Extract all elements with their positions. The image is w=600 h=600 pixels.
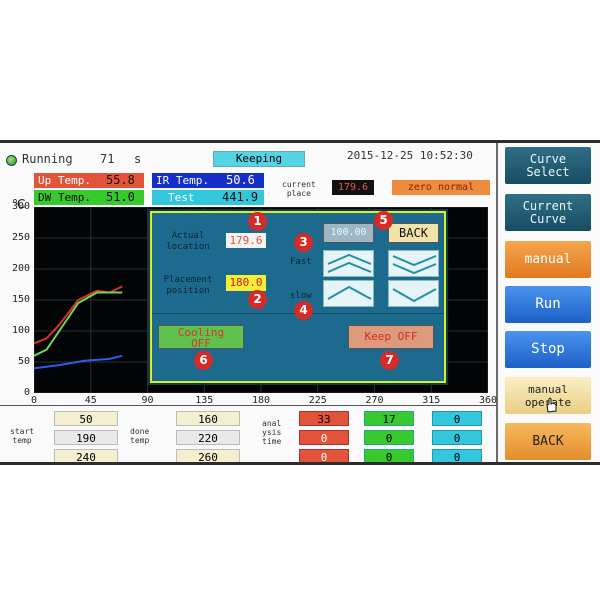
hand-cursor-icon [546, 397, 557, 413]
current-curve-button[interactable]: Current Curve [505, 194, 591, 231]
zero-status-badge: zero normal [392, 180, 490, 195]
actual-location-label: Actual location [166, 231, 210, 252]
stop-button[interactable]: Stop [505, 331, 591, 368]
y-tick-label: 0 [23, 387, 30, 398]
keep-toggle-button[interactable]: Keep OFF [348, 325, 434, 349]
placement-position-input[interactable]: 180.0 [226, 275, 266, 291]
dw-temp-label: DW Temp. [34, 190, 94, 205]
mode-badge: Keeping [213, 151, 305, 167]
up-temp-label: Up Temp. [34, 173, 94, 188]
placement-position-label: Placement position [163, 275, 213, 296]
y-tick-label: 250 [11, 232, 30, 243]
start-temp-1[interactable]: 50 [54, 411, 118, 426]
y-tick-label: 300 [11, 201, 30, 212]
ir-temp-value: 50.6 [214, 173, 264, 188]
up-temp-value: 55.8 [94, 173, 144, 188]
chevron-up-icon [327, 285, 372, 300]
test-label: Test [152, 190, 214, 205]
fast-down-button[interactable] [388, 250, 439, 277]
actual-location-value: 179.6 [226, 233, 266, 248]
done-temp-2[interactable]: 220 [176, 430, 240, 445]
status-count: 71 [100, 152, 115, 166]
y-tick-label: 100 [11, 325, 30, 336]
analysis-red-1: 33 [299, 411, 349, 426]
ir-temp-label: IR Temp. [152, 173, 214, 188]
x-tick-label: 135 [195, 395, 214, 406]
y-tick-label: 200 [11, 263, 30, 274]
curve-select-button[interactable]: Curve Select [505, 147, 591, 184]
cooling-toggle-button[interactable]: Cooling OFF [158, 325, 244, 349]
analysis-time-label: anal ysis time [262, 419, 282, 446]
marker-2: 2 [248, 290, 267, 309]
marker-4: 4 [294, 301, 313, 320]
x-tick-label: 315 [422, 395, 441, 406]
y-axis-unit: ℃ [12, 197, 26, 211]
x-tick-label: 90 [141, 395, 154, 406]
slow-down-button[interactable] [388, 280, 439, 307]
done-temp-3[interactable]: 260 [176, 449, 240, 462]
series-line-2 [34, 291, 123, 357]
y-tick-label: 150 [11, 294, 30, 305]
zero-button[interactable]: 100.00 [323, 223, 374, 243]
analysis-cyan-1: 0 [432, 411, 482, 426]
x-tick-label: 45 [84, 395, 97, 406]
series-line-3 [34, 354, 123, 370]
manual-position-dialog: Actual location 179.6 Placement position… [150, 211, 446, 383]
done-temp-1[interactable]: 160 [176, 411, 240, 426]
fast-label: Fast [290, 257, 312, 267]
x-tick-label: 180 [251, 395, 271, 406]
marker-5: 5 [374, 211, 393, 230]
run-button[interactable]: Run [505, 286, 591, 323]
slow-label: slow [290, 291, 312, 301]
running-indicator-icon [6, 155, 17, 166]
analysis-red-2: 0 [299, 430, 349, 445]
manual-button[interactable]: manual [505, 241, 591, 278]
slow-up-button[interactable] [323, 280, 374, 307]
analysis-cyan-2: 0 [432, 430, 482, 445]
marker-7: 7 [380, 351, 399, 370]
start-temp-label: start temp [10, 427, 35, 445]
control-screen: Running 71 s Keeping 2015-12-25 10:52:30… [0, 140, 600, 465]
analysis-cyan-3: 0 [432, 449, 482, 462]
status-unit: s [134, 152, 142, 166]
manual-operate-button[interactable]: manual operate [505, 377, 591, 414]
analysis-green-2: 0 [364, 430, 414, 445]
analysis-green-1: 17 [364, 411, 414, 426]
datetime: 2015-12-25 10:52:30 [347, 149, 473, 162]
current-place-label: current place [282, 180, 316, 198]
start-temp-3[interactable]: 240 [54, 449, 118, 462]
sidebar-divider [496, 143, 498, 462]
chevron-down-icon [392, 255, 437, 275]
current-place-value: 179.6 [332, 180, 374, 195]
x-tick-label: 360 [478, 395, 498, 406]
marker-6: 6 [194, 351, 213, 370]
x-tick-label: 270 [365, 395, 384, 406]
chevron-down-icon [392, 288, 437, 303]
dw-temp-value: 51.0 [94, 190, 144, 205]
status-state: Running [22, 152, 73, 166]
x-tick-label: 225 [308, 395, 327, 406]
chevron-up-icon [327, 253, 372, 273]
marker-3: 3 [294, 233, 313, 252]
done-temp-label: done temp [130, 427, 150, 445]
x-tick-label: 0 [30, 395, 38, 406]
marker-1: 1 [248, 212, 267, 231]
bottom-divider [0, 405, 496, 406]
back-button[interactable]: BACK [505, 423, 591, 460]
start-temp-2[interactable]: 190 [54, 430, 118, 445]
y-tick-label: 50 [17, 356, 30, 367]
fast-up-button[interactable] [323, 250, 374, 277]
analysis-green-3: 0 [364, 449, 414, 462]
analysis-red-3: 0 [299, 449, 349, 462]
test-value: 441.9 [214, 190, 264, 205]
series-line-1 [34, 285, 123, 345]
dialog-back-button[interactable]: BACK [388, 223, 439, 243]
